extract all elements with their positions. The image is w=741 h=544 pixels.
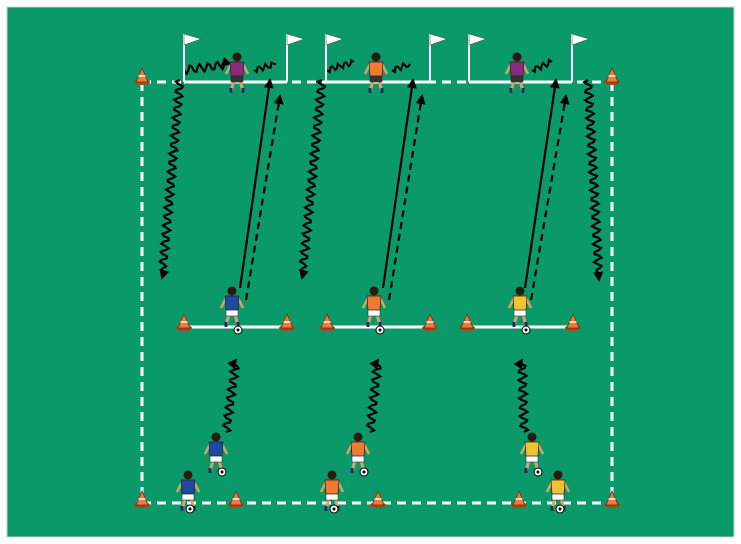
ball-icon [234,326,242,334]
ball-icon [218,468,226,476]
ball-icon [330,505,338,513]
ball-icon [556,505,564,513]
ball-icon [360,468,368,476]
ball-icon [376,326,384,334]
ball-icon [186,505,194,513]
ball-icon [522,326,530,334]
ball-icon [534,468,542,476]
